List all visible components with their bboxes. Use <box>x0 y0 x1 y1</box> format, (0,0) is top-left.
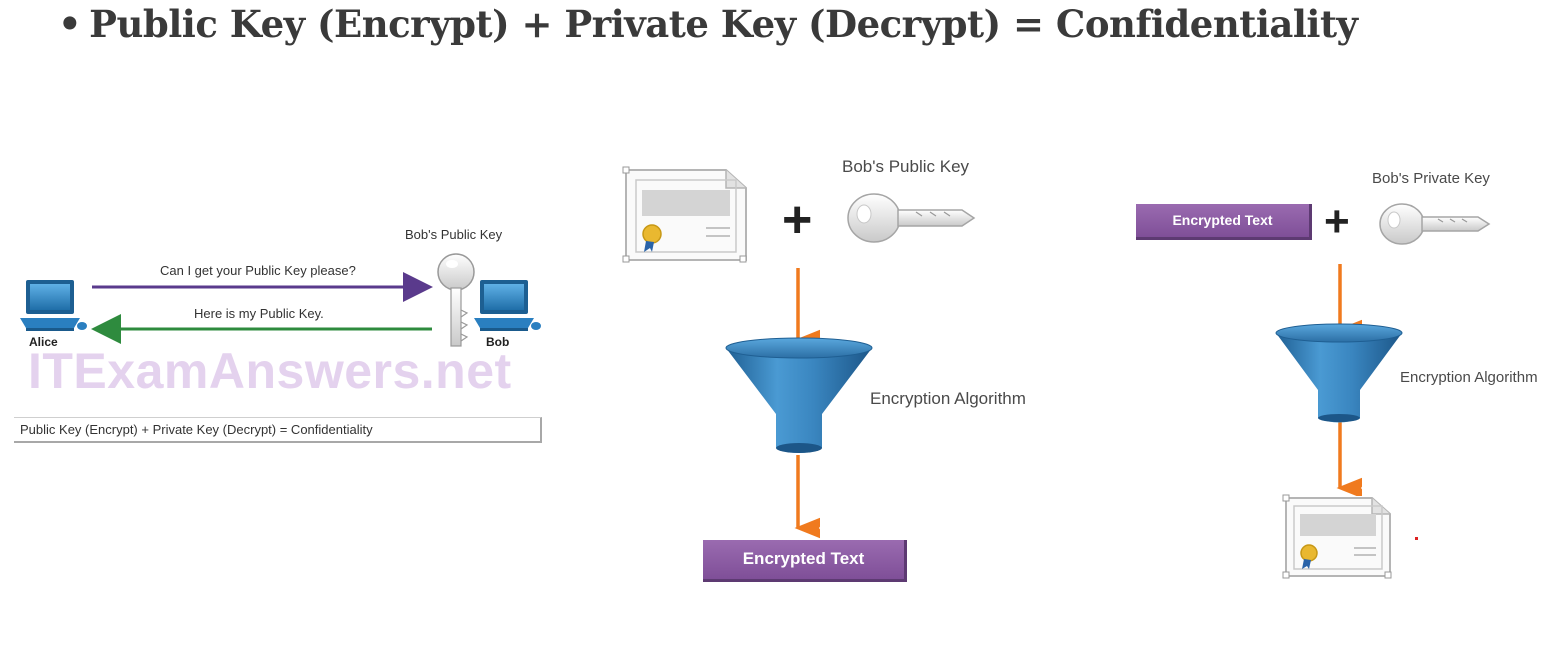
alice-computer-icon <box>20 280 87 331</box>
right-funnel-icon <box>1275 323 1403 423</box>
bob-label: Bob <box>486 335 510 349</box>
right-private-key-icon <box>1379 203 1491 245</box>
message-arrows <box>91 272 433 344</box>
watermark-text: ITExamAnswers.net <box>28 343 512 399</box>
middle-public-key-icon <box>847 193 976 243</box>
bob-public-key-icon <box>437 253 475 347</box>
page-title: •Public Key (Encrypt) + Private Key (Dec… <box>58 2 1358 46</box>
right-algorithm-label: Encryption Algorithm <box>1400 369 1538 386</box>
certificate-document-icon <box>622 166 747 263</box>
caption-box: Public Key (Encrypt) + Private Key (Decr… <box>14 417 542 443</box>
middle-panel: + Bob's Public Key Encryption Algorithm … <box>560 0 1080 660</box>
bob-computer-icon <box>474 280 541 331</box>
response-message: Here is my Public Key. <box>194 306 324 321</box>
left-panel: Can I get your Public Key please? Here i… <box>0 0 560 660</box>
right-key-label: Bob's Private Key <box>1372 170 1490 187</box>
middle-plus-sign: + <box>782 191 813 249</box>
middle-key-label: Bob's Public Key <box>842 157 970 176</box>
right-encrypted-text-box: Encrypted Text <box>1136 204 1312 240</box>
request-message: Can I get your Public Key please? <box>160 263 356 278</box>
middle-encrypted-text-box: Encrypted Text <box>703 540 907 582</box>
right-plus-sign: + <box>1324 197 1350 246</box>
right-flow-arrows <box>1336 264 1362 496</box>
alice-label: Alice <box>29 335 58 349</box>
right-panel: Encrypted Text + Bob's Private Key Encry… <box>1080 0 1566 660</box>
left-key-label: Bob's Public Key <box>405 227 503 242</box>
title-bullet: • <box>58 2 82 46</box>
caption-text: Public Key (Encrypt) + Private Key (Decr… <box>20 422 373 437</box>
middle-flow-arrows <box>794 268 820 542</box>
middle-algorithm-label: Encryption Algorithm <box>870 389 1026 408</box>
right-certificate-document-icon <box>1282 494 1392 579</box>
red-dot <box>1415 537 1418 540</box>
title-text: Public Key (Encrypt) + Private Key (Decr… <box>89 2 1358 46</box>
middle-funnel-icon <box>725 337 873 453</box>
